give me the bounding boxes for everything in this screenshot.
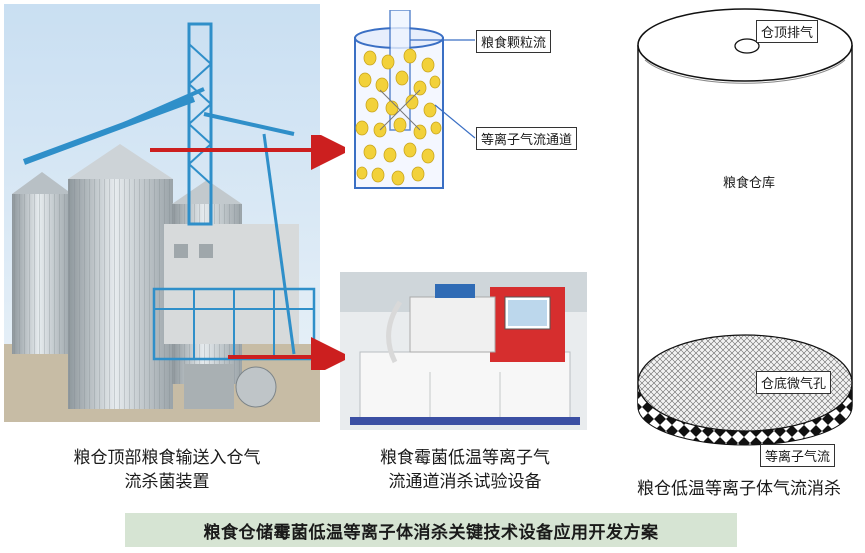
grain-particles	[355, 48, 442, 186]
caption-left-line2: 流杀菌装置	[124, 472, 210, 492]
caption-middle: 粮食霉菌低温等离子气 流通道消杀试验设备	[335, 446, 595, 494]
caption-left: 粮仓顶部粮食输送入仓气 流杀菌装置	[22, 446, 312, 494]
label-plasma-flow: 等离子气流	[760, 444, 836, 467]
main-title: 粮食仓储霉菌低温等离子体消杀关键技术设备应用开发方案	[125, 513, 737, 547]
label-top-exhaust: 仓顶排气	[756, 20, 819, 43]
grain-channel-diagram	[354, 10, 476, 189]
label-grain-bin: 粮食仓库	[723, 176, 776, 191]
caption-left-line1: 粮仓顶部粮食输送入仓气	[73, 448, 261, 468]
label-grain-particle-flow: 粮食颗粒流	[476, 30, 552, 53]
grain-bin-diagram	[637, 8, 853, 446]
caption-right: 粮仓低温等离子体气流消杀	[637, 479, 841, 499]
caption-middle-line1: 粮食霉菌低温等离子气	[380, 448, 550, 468]
red-arrows	[150, 135, 345, 370]
label-bottom-vent: 仓底微气孔	[756, 371, 832, 394]
label-plasma-channel: 等离子气流通道	[476, 127, 578, 150]
test-equipment-photo	[340, 272, 587, 430]
caption-middle-line2: 流通道消杀试验设备	[388, 472, 542, 492]
exhaust-cap-icon	[734, 38, 760, 54]
